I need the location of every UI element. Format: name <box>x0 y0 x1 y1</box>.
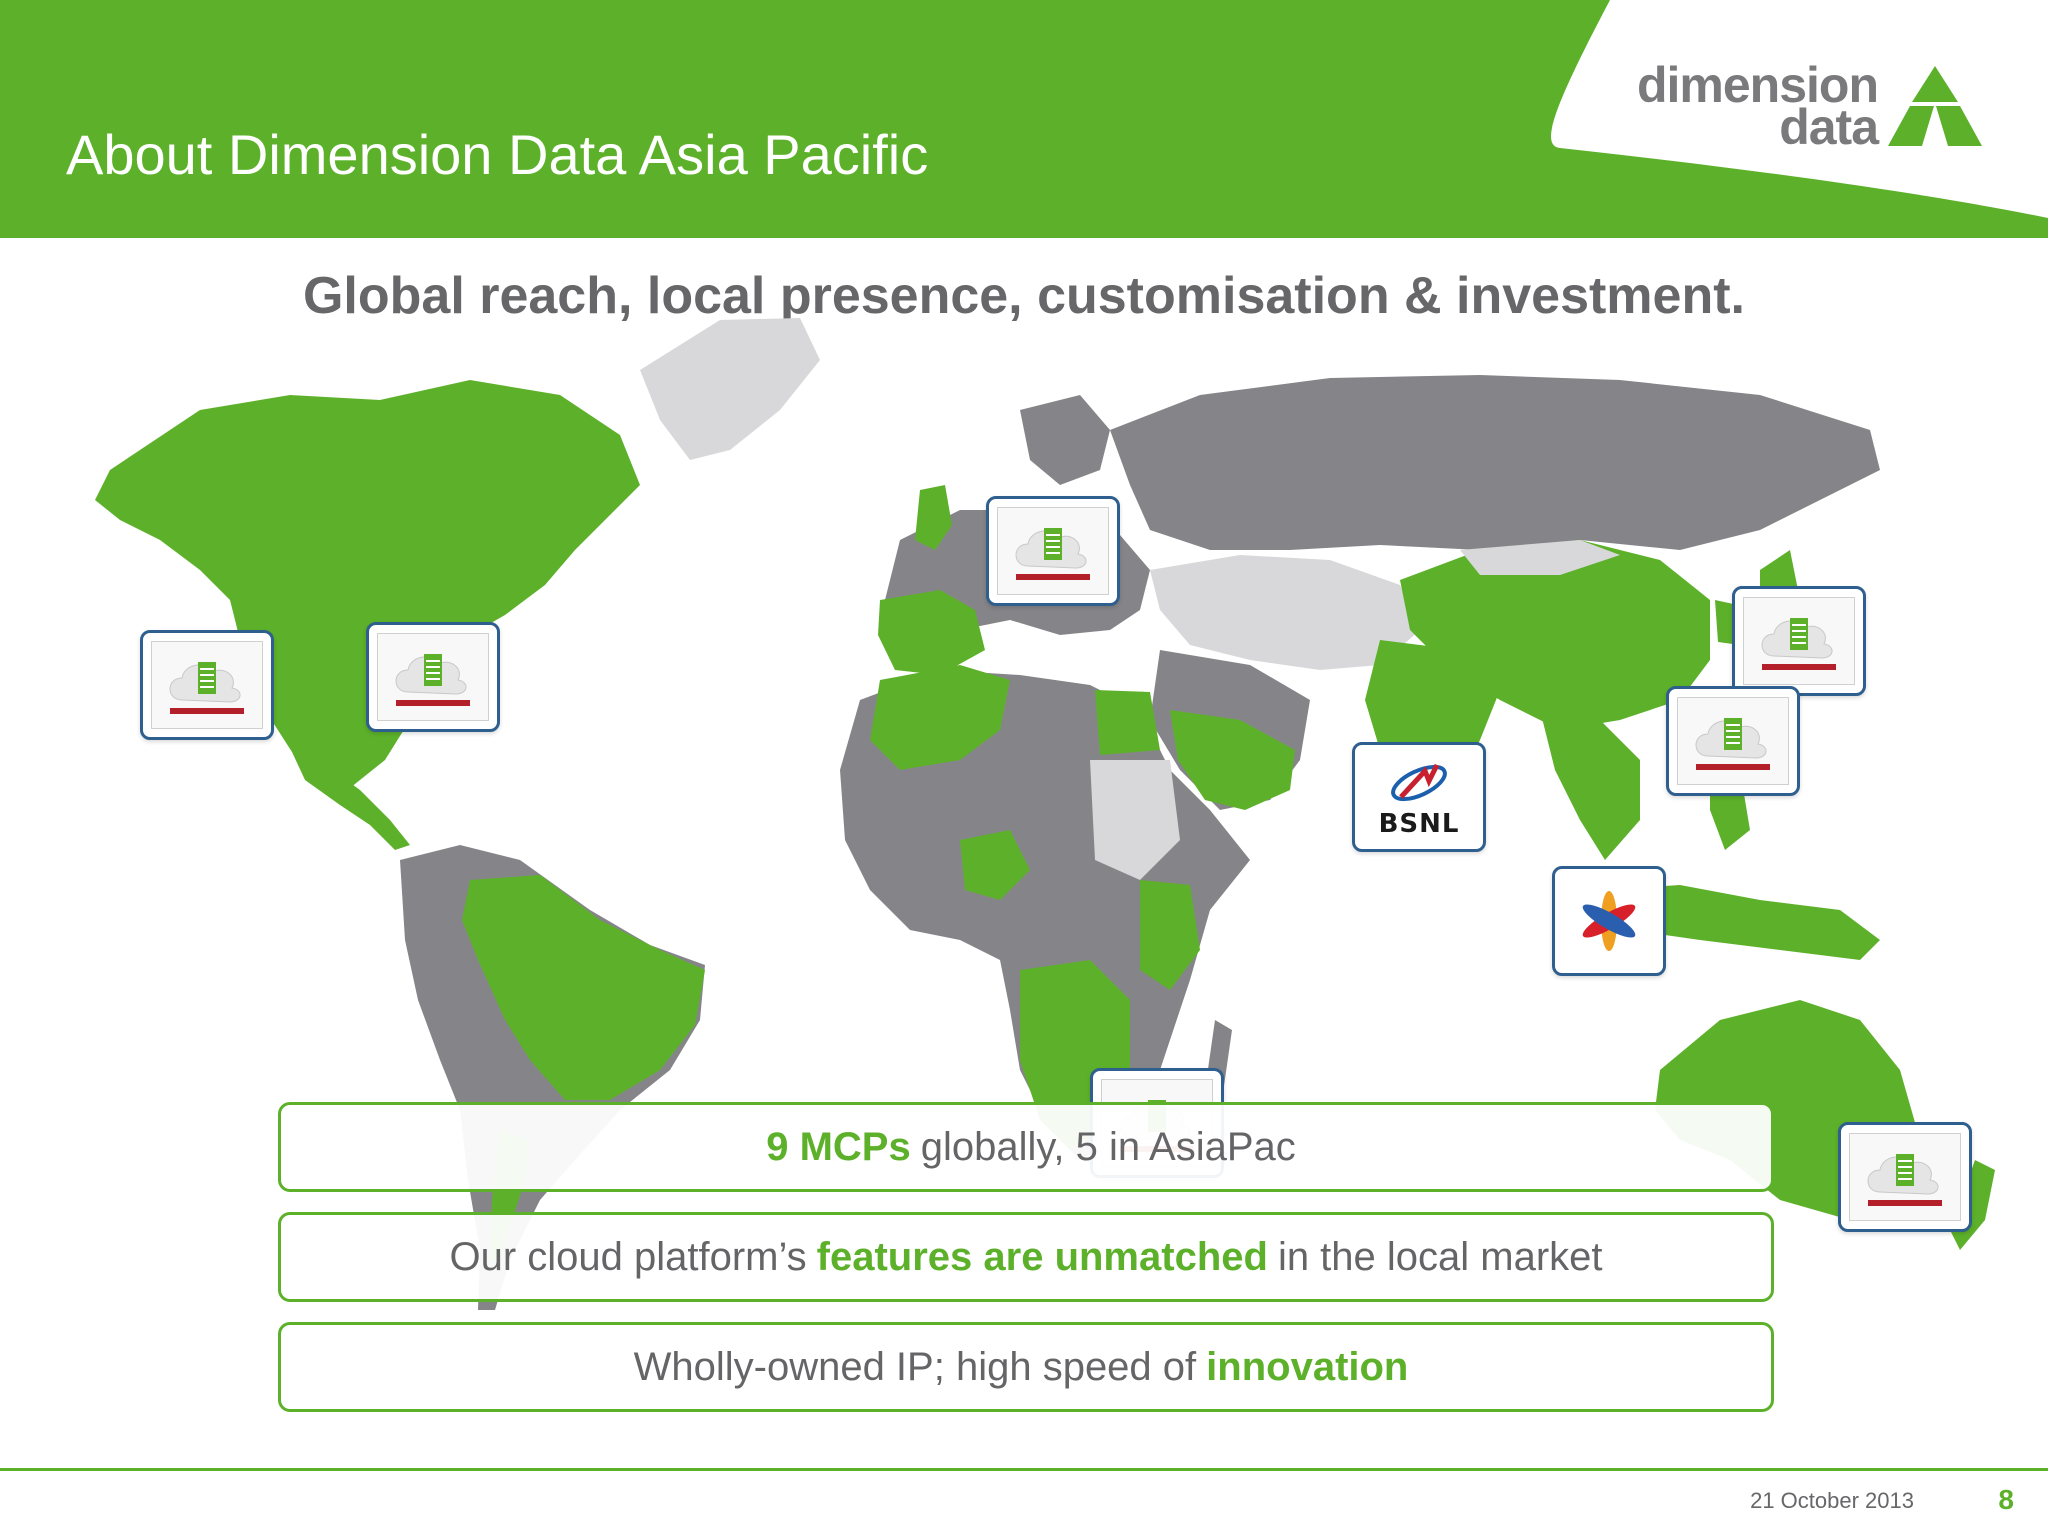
mcp-marker-us-west[interactable] <box>140 630 274 740</box>
cloud-server-icon <box>395 654 470 706</box>
mcp-marker-image <box>997 507 1109 595</box>
china <box>1400 540 1710 730</box>
callout-innovation: Wholly-owned IP; high speed of innovatio… <box>278 1322 1774 1412</box>
partner-marker-indonesia[interactable] <box>1552 866 1666 976</box>
callout-highlight: innovation <box>1206 1344 1409 1389</box>
north-america <box>95 380 640 788</box>
cloud-server-icon <box>1695 718 1770 770</box>
greenland <box>640 318 820 460</box>
page-number: 8 <box>1998 1484 2014 1515</box>
world-map <box>95 318 1995 1310</box>
callout-highlight: 9 MCPs <box>766 1124 911 1169</box>
north-africa-green <box>870 665 1010 770</box>
logo-triangle-icon <box>1888 66 1982 146</box>
callout-text-after: globally, 5 in AsiaPac <box>920 1124 1296 1169</box>
company-logo: dimension data <box>1636 57 1879 155</box>
central-asia <box>1150 555 1420 670</box>
callout-text-before: Our cloud platform’s <box>449 1234 807 1279</box>
mcp-marker-japan[interactable] <box>1732 586 1866 696</box>
mcp-marker-image <box>1743 597 1855 685</box>
logo-line-2: data <box>1779 99 1879 155</box>
mcp-marker-hong-kong[interactable] <box>1666 686 1800 796</box>
callout-text-after: in the local market <box>1277 1234 1603 1279</box>
mcp-marker-image <box>151 641 263 729</box>
callout-highlight: features are unmatched <box>816 1234 1268 1279</box>
mcp-marker-europe[interactable] <box>986 496 1120 606</box>
uk-ireland <box>915 485 952 550</box>
brazil <box>462 875 705 1100</box>
logo-swoosh <box>1551 0 2048 218</box>
mongolia <box>1460 540 1620 575</box>
bsnl-logo-icon <box>1391 763 1447 802</box>
page-title: About Dimension Data Asia Pacific <box>66 123 929 186</box>
east-africa-green <box>1140 880 1200 990</box>
mcp-marker-australia[interactable] <box>1838 1122 1972 1232</box>
header-bar: About Dimension Data Asia Pacific dimens… <box>0 0 2048 238</box>
callout-text-before: Wholly-owned IP; high speed of <box>633 1344 1197 1389</box>
footer-divider <box>0 1468 2048 1471</box>
scandinavia <box>1020 395 1110 485</box>
central-america <box>292 752 410 850</box>
cloud-server-icon <box>1761 618 1836 670</box>
russia <box>1110 375 1880 550</box>
cloud-server-icon <box>1867 1154 1942 1206</box>
slide-subtitle: Global reach, local presence, customisat… <box>302 267 1745 325</box>
cloud-server-icon <box>169 662 244 714</box>
egypt <box>1095 690 1160 755</box>
saudi-arabia <box>1170 710 1295 810</box>
cloud-server-icon <box>1015 528 1090 580</box>
bsnl-marker[interactable]: BSNL <box>1352 742 1486 852</box>
mcp-marker-image <box>1849 1133 1961 1221</box>
footer-date: 21 October 2013 <box>1750 1488 1914 1513</box>
partner-star-logo-icon <box>1582 891 1636 951</box>
iberia-france <box>878 590 985 675</box>
mcp-marker-image <box>1677 697 1789 785</box>
sudan <box>1090 760 1180 880</box>
mcp-marker-image <box>377 633 489 721</box>
southeast-asia <box>1540 710 1640 860</box>
callout-features: Our cloud platform’s features are unmatc… <box>278 1212 1774 1302</box>
bsnl-logo-text: BSNL <box>1378 809 1460 839</box>
mcp-marker-us-east[interactable] <box>366 622 500 732</box>
callout-mcps: 9 MCPs globally, 5 in AsiaPac <box>278 1102 1774 1192</box>
nigeria <box>960 830 1030 900</box>
logo-line-1: dimension <box>1636 57 1879 113</box>
